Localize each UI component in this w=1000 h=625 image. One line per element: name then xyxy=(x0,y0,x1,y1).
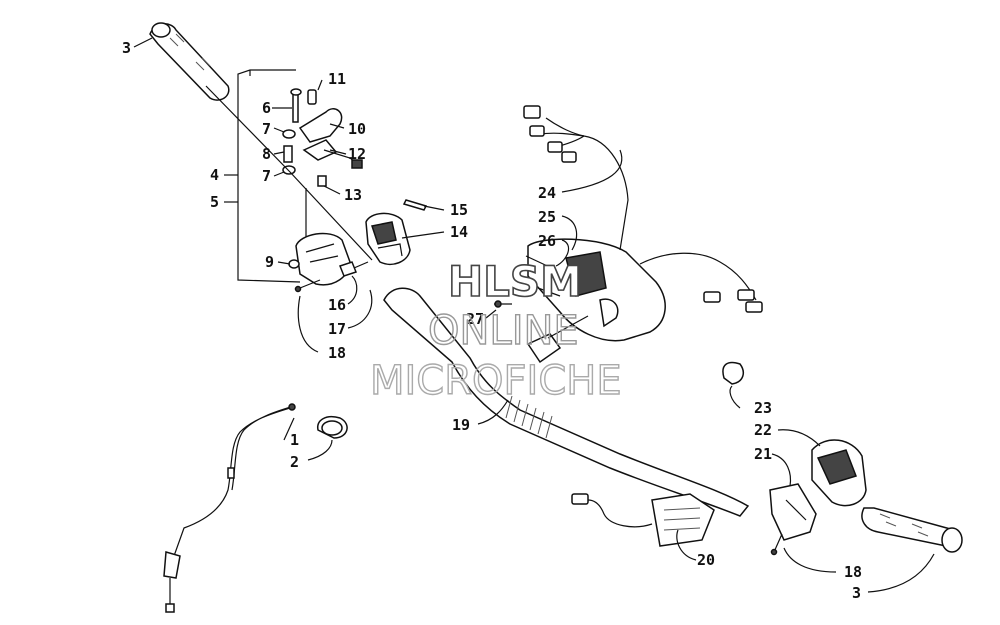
watermark: HLSM ONLINE MICROFICHE xyxy=(369,256,622,405)
right-grip xyxy=(861,507,963,553)
callout-2: 2 xyxy=(290,453,299,471)
bracket-4-5 xyxy=(237,69,301,283)
right-wiring-harness xyxy=(639,252,763,313)
callout-7-lower: 7 xyxy=(262,167,271,185)
callout-11: 11 xyxy=(328,70,346,88)
callout-8: 8 xyxy=(262,145,271,163)
callout-27: 27 xyxy=(466,310,484,328)
callout-4: 4 xyxy=(210,166,219,184)
assembly-axis-line xyxy=(205,85,373,261)
callout-7-upper: 7 xyxy=(262,120,271,138)
callout-24: 24 xyxy=(538,184,556,202)
callout-21: 21 xyxy=(754,445,772,463)
callout-25: 25 xyxy=(538,208,556,226)
cable-clamp xyxy=(317,416,348,439)
throttle-lever xyxy=(282,88,363,187)
callout-labels: 3 11 6 10 7 8 12 4 7 13 5 15 14 9 16 17 … xyxy=(122,39,862,602)
callout-23: 23 xyxy=(754,399,772,417)
upper-wiring-harness xyxy=(523,105,629,251)
watermark-line-1: HLSM xyxy=(448,257,582,306)
heater-element xyxy=(571,493,715,547)
brake-cable xyxy=(163,403,296,613)
right-switch-housing xyxy=(769,439,867,556)
callout-3-right: 3 xyxy=(852,584,861,602)
watermark-line-3: MICROFICHE xyxy=(370,358,622,404)
callout-5: 5 xyxy=(210,193,219,211)
callout-18-right: 18 xyxy=(844,563,862,581)
callout-19: 19 xyxy=(452,416,470,434)
callout-3-left: 3 xyxy=(122,39,131,57)
left-control-housing xyxy=(288,232,369,293)
callout-16: 16 xyxy=(328,296,346,314)
callout-20: 20 xyxy=(697,551,715,569)
watermark-line-2: ONLINE xyxy=(428,308,579,354)
left-grip xyxy=(149,22,230,101)
callout-18-left: 18 xyxy=(328,344,346,362)
right-control-housing xyxy=(494,238,666,364)
callout-9: 9 xyxy=(265,253,274,271)
callout-1: 1 xyxy=(290,431,299,449)
callout-14: 14 xyxy=(450,223,468,241)
callout-22: 22 xyxy=(754,421,772,439)
callout-15: 15 xyxy=(450,201,468,219)
callout-6: 6 xyxy=(262,99,271,117)
retaining-ring xyxy=(722,361,745,385)
callout-12: 12 xyxy=(348,145,366,163)
callout-10: 10 xyxy=(348,120,366,138)
callout-13: 13 xyxy=(344,186,362,204)
callout-17: 17 xyxy=(328,320,346,338)
switch-module xyxy=(365,199,428,266)
leader-lines xyxy=(133,37,935,593)
callout-26: 26 xyxy=(538,232,556,250)
